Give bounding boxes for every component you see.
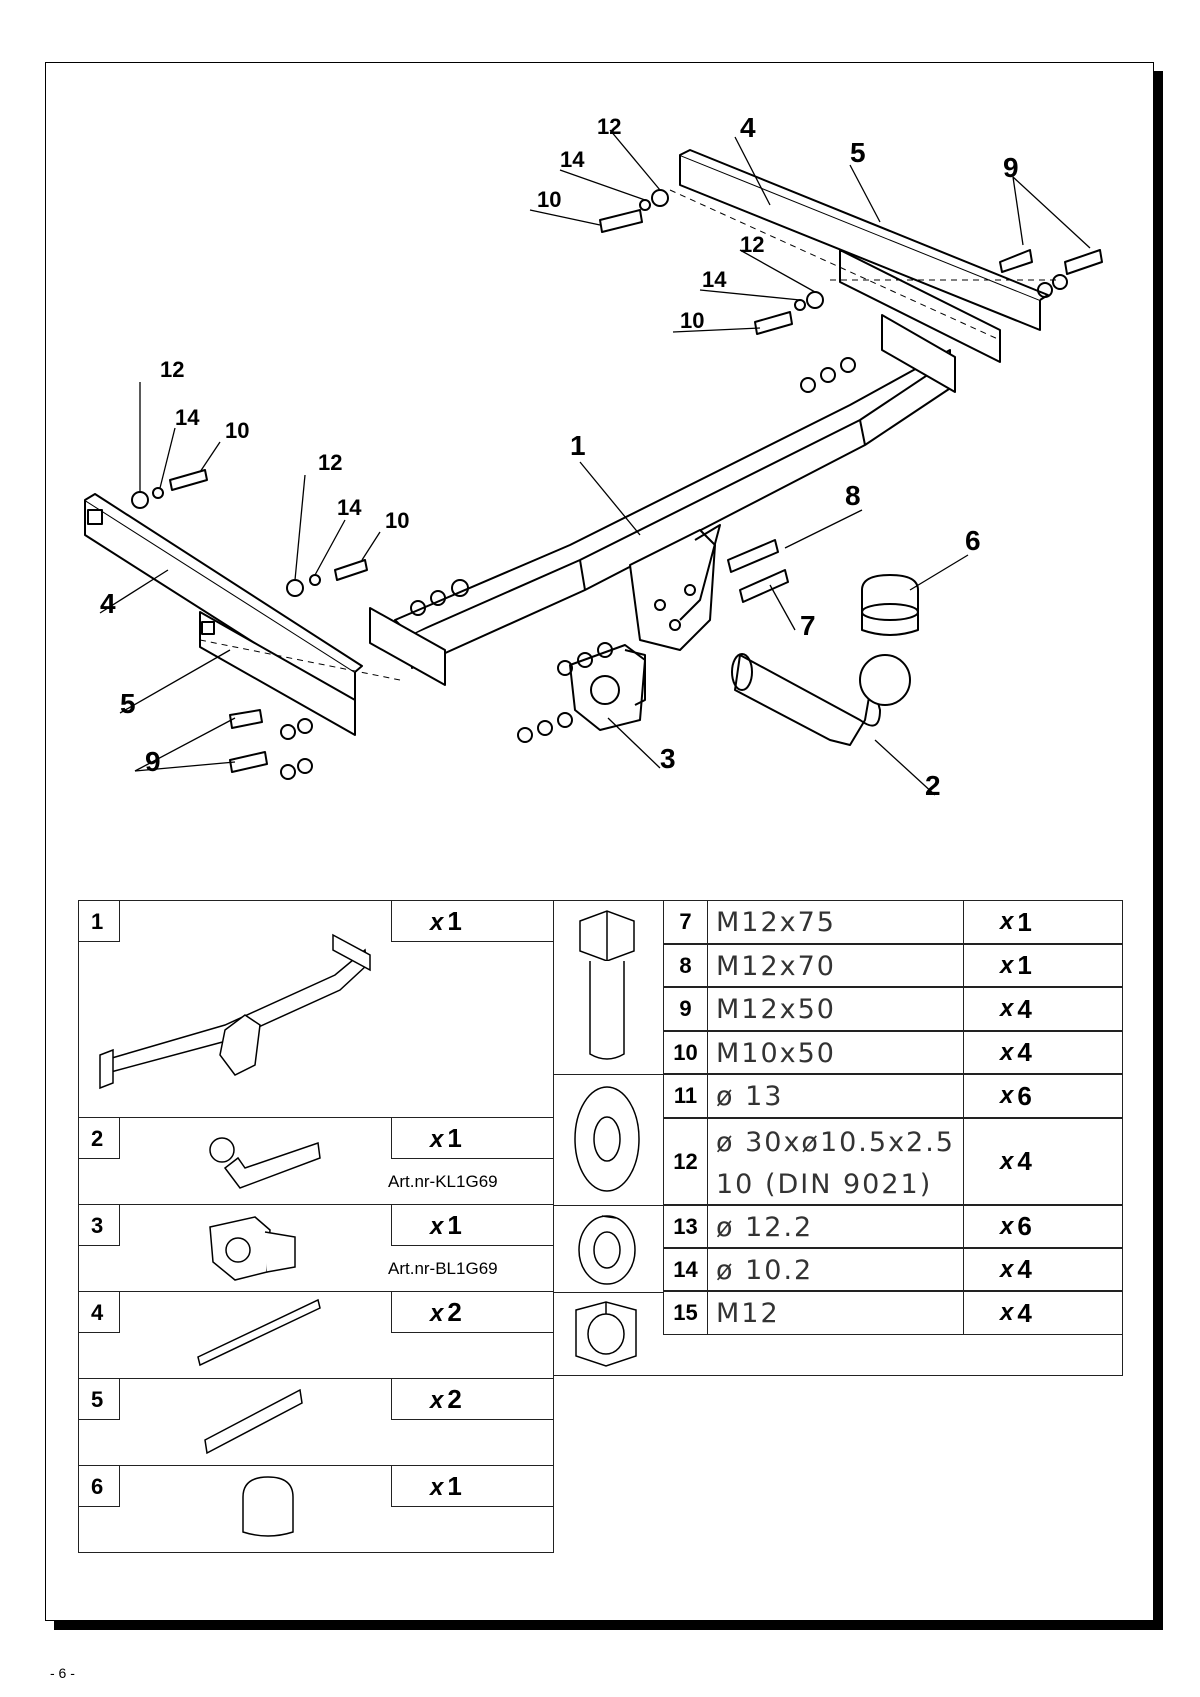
callout-10-a: 10: [537, 187, 561, 212]
callout-5-right: 5: [850, 137, 866, 168]
callout-14-c: 14: [175, 405, 200, 430]
callout-12-c: 12: [160, 357, 184, 382]
callout-12-d: 12: [318, 450, 342, 475]
fastener-spec-line: M12: [716, 1298, 780, 1329]
callout-6: 6: [965, 525, 981, 556]
right-bar-5: [839, 249, 1001, 363]
callout-10-c: 10: [225, 418, 249, 443]
callout-8: 8: [845, 480, 861, 511]
fastener-number: 12: [663, 1118, 708, 1205]
callout-3: 3: [660, 743, 676, 774]
part-number: 5: [78, 1378, 120, 1420]
ball-cap-icon: [242, 1476, 294, 1537]
fastener-spec: M12x50: [707, 987, 964, 1031]
callout-10-b: 10: [680, 308, 704, 333]
callout-12-b: 12: [740, 232, 764, 257]
callout-4-left: 4: [100, 588, 116, 619]
fastener-number: 15: [663, 1291, 708, 1335]
right-bar-4: [679, 154, 1041, 331]
fastener-number: 10: [663, 1031, 708, 1074]
callout-14-a: 14: [560, 147, 585, 172]
callout-14-b: 14: [702, 267, 727, 292]
fastener-spec: M10x50: [707, 1031, 964, 1074]
fastener-spec: ø 13: [707, 1074, 964, 1118]
callout-5-left: 5: [120, 688, 136, 719]
fastener-spec-line: M12x70: [716, 951, 836, 982]
callout-14-d: 14: [337, 495, 362, 520]
fastener-spec-line: ø 30xø10.5x2.5: [716, 1127, 955, 1158]
page-number: - 6 -: [50, 1665, 75, 1681]
nut-icon: [575, 1301, 637, 1367]
ball-neck-icon: [209, 1137, 321, 1189]
fastener-spec-line: 10 (DIN 9021): [716, 1169, 933, 1200]
ball-neck: [731, 653, 911, 746]
callout-9-left: 9: [145, 746, 161, 777]
fastener-number: 11: [663, 1074, 708, 1118]
washer-icon: [574, 1086, 640, 1192]
fastener-spec: ø 30xø10.5x2.5 10 (DIN 9021): [707, 1118, 964, 1205]
bolt-icon: [579, 910, 635, 1060]
fastener-spec: M12x75: [707, 900, 964, 944]
part-number: 6: [78, 1465, 120, 1507]
socket-plate: [569, 644, 646, 731]
fastener-spec: ø 12.2: [707, 1205, 964, 1248]
bolts-right: [517, 189, 1103, 743]
left-bar-5: [199, 611, 356, 736]
fastener-spec-line: ø 13: [716, 1081, 784, 1112]
callout-10-d: 10: [385, 508, 409, 533]
exploded-diagram: 1 2 3 4 4 5 5 6 7 8 9 9 10 10 10 10 12 1…: [84, 112, 1103, 801]
callout-12-a: 12: [597, 114, 621, 139]
callout-7: 7: [800, 610, 816, 641]
fastener-number: 13: [663, 1205, 708, 1248]
fastener-spec-line: M10x50: [716, 1038, 836, 1069]
fastener-number: 7: [663, 900, 708, 944]
fastener-number: 9: [663, 987, 708, 1031]
spring-washer-icon: [578, 1215, 636, 1285]
fastener-spec: ø 10.2: [707, 1248, 964, 1291]
part-number: 1: [78, 900, 120, 942]
fastener-spec-line: ø 12.2: [716, 1212, 814, 1243]
fastener-spec-line: ø 10.2: [716, 1255, 814, 1286]
part-number: 4: [78, 1291, 120, 1333]
fastener-spec: M12: [707, 1291, 964, 1335]
bar-icon: [197, 1298, 321, 1367]
main-beam: [369, 314, 956, 686]
fastener-spec: M12x70: [707, 944, 964, 987]
fastener-spec-line: M12x75: [716, 907, 836, 938]
ball-cap: [861, 574, 919, 636]
beam-icon: [99, 933, 371, 1090]
fastener-number: 14: [663, 1248, 708, 1291]
article-number: Art.nr-KL1G69: [388, 1172, 498, 1191]
callout-1: 1: [570, 430, 586, 461]
socket-plate-icon: [209, 1216, 296, 1281]
callout-4-right: 4: [740, 112, 756, 143]
callout-9-right: 9: [1003, 152, 1019, 183]
callout-2: 2: [925, 770, 941, 801]
fastener-spec-line: M12x50: [716, 994, 836, 1025]
fastener-number: 8: [663, 944, 708, 987]
bar-icon: [204, 1388, 303, 1455]
part-number: 2: [78, 1117, 120, 1159]
article-number: Art.nr-BL1G69: [388, 1259, 498, 1278]
part-number: 3: [78, 1204, 120, 1246]
